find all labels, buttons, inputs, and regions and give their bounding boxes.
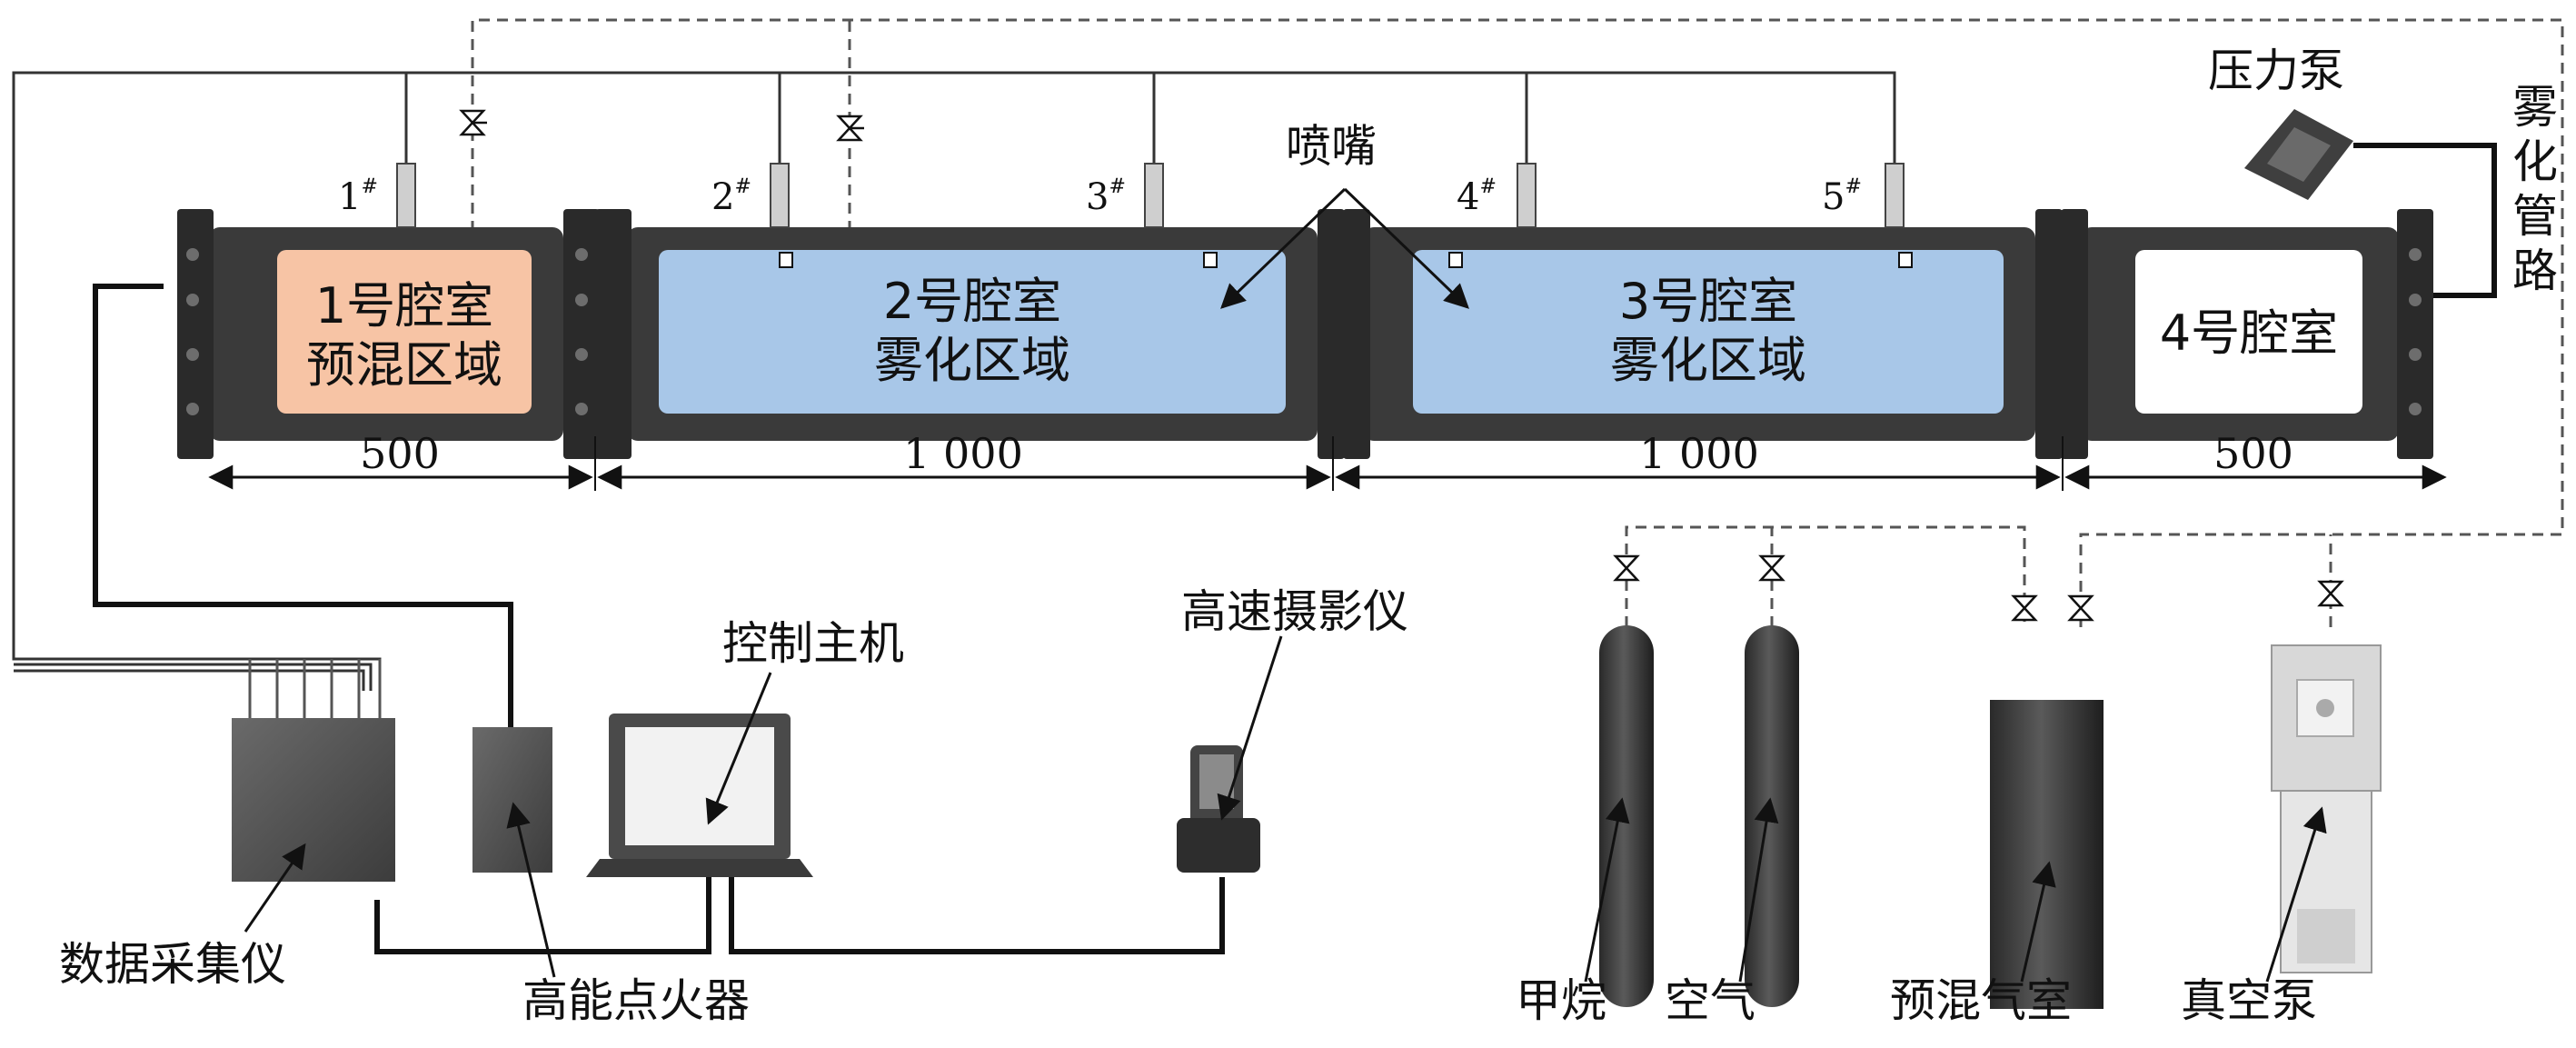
valve-icon [2067,594,2094,622]
dimension-label: 500 [360,429,440,478]
flange [595,209,632,459]
methane-cylinder [1599,625,1654,1007]
pressure-pump-label: 压力泵 [2208,45,2344,97]
flange [563,209,600,459]
chamber-3-zone: 雾化区域 [1610,332,1806,389]
dimension-label: 1 000 [903,429,1023,478]
pressure-sensor [1144,163,1164,228]
chamber-3-window [1413,250,2004,414]
control-host-label: 控制主机 [722,617,904,670]
atomization-pipe-label-3: 管 [2512,190,2558,243]
atomization-pipe-label-4: 路 [2512,245,2558,297]
methane-label: 甲烷 [1516,974,1606,1027]
valve-icon [459,109,487,136]
pressure-sensor [1517,163,1537,228]
valve-icon [2011,594,2038,622]
flange [1318,209,1345,459]
chamber-1-window [277,250,532,414]
sensor-label: 4# [1457,175,1497,218]
chamber-1-name: 1号腔室 [315,277,493,334]
dimension-lines [208,436,2447,491]
pressure-sensor [396,163,416,228]
air-label: 空气 [1665,974,1755,1027]
pressure-sensor [770,163,790,228]
nozzle-marker [1898,252,1913,268]
valves [459,109,2344,622]
pressure-pump [2244,109,2353,200]
dimension-label: 1 000 [1639,429,1759,478]
sensor-label: 2# [711,175,751,218]
daq-input-wires [248,659,382,718]
flange [2397,209,2433,459]
valve-icon [836,115,864,142]
nozzle-marker [1203,252,1218,268]
chamber-3-name: 3号腔室 [1619,273,1797,330]
chamber-1-zone: 预混区域 [306,336,502,394]
chamber-4-window [2135,250,2362,414]
flange [2035,209,2063,459]
premix-chamber-label: 预混气室 [1890,974,2072,1027]
chamber-4-name: 4号腔室 [2160,304,2338,362]
callout-leaders [244,635,2327,983]
data-acquisition-unit [232,718,395,882]
nozzle-marker [1448,252,1463,268]
sensor-label: 1# [338,175,378,218]
flange [177,209,214,459]
sensor-label: 3# [1086,175,1126,218]
chamber-2-zone: 雾化区域 [874,332,1070,389]
valve-icon [2317,580,2344,607]
high-speed-camera-label: 高速摄影仪 [1181,585,1408,638]
sensor-label: 5# [1822,175,1862,218]
control-host-laptop [586,714,813,877]
vacuum-pump [2271,644,2382,973]
valve-icon [1758,554,1785,582]
premix-chamber-tank [1990,700,2104,1009]
high-energy-igniter [472,727,552,873]
flange [2061,209,2088,459]
chamber-assembly [177,163,2433,459]
flange [1343,209,1370,459]
high-speed-camera [1177,745,1260,873]
igniter-label: 高能点火器 [522,974,750,1027]
dimension-label: 500 [2213,429,2293,478]
pressure-sensor [1885,163,1905,228]
nozzle-arrows [1220,187,1469,309]
data-acquisition-label: 数据采集仪 [59,938,286,991]
chamber-2-name: 2号腔室 [883,273,1061,330]
air-cylinder [1745,625,1799,1007]
chamber-2-window [659,250,1286,414]
atomization-pipe-label-1: 雾 [2512,81,2558,134]
atomization-pipe-label-2: 化 [2512,135,2558,188]
nozzle-marker [779,252,793,268]
nozzle-label: 喷嘴 [1286,120,1377,173]
vacuum-pump-label: 真空泵 [2181,974,2317,1027]
valve-icon [1613,554,1640,582]
